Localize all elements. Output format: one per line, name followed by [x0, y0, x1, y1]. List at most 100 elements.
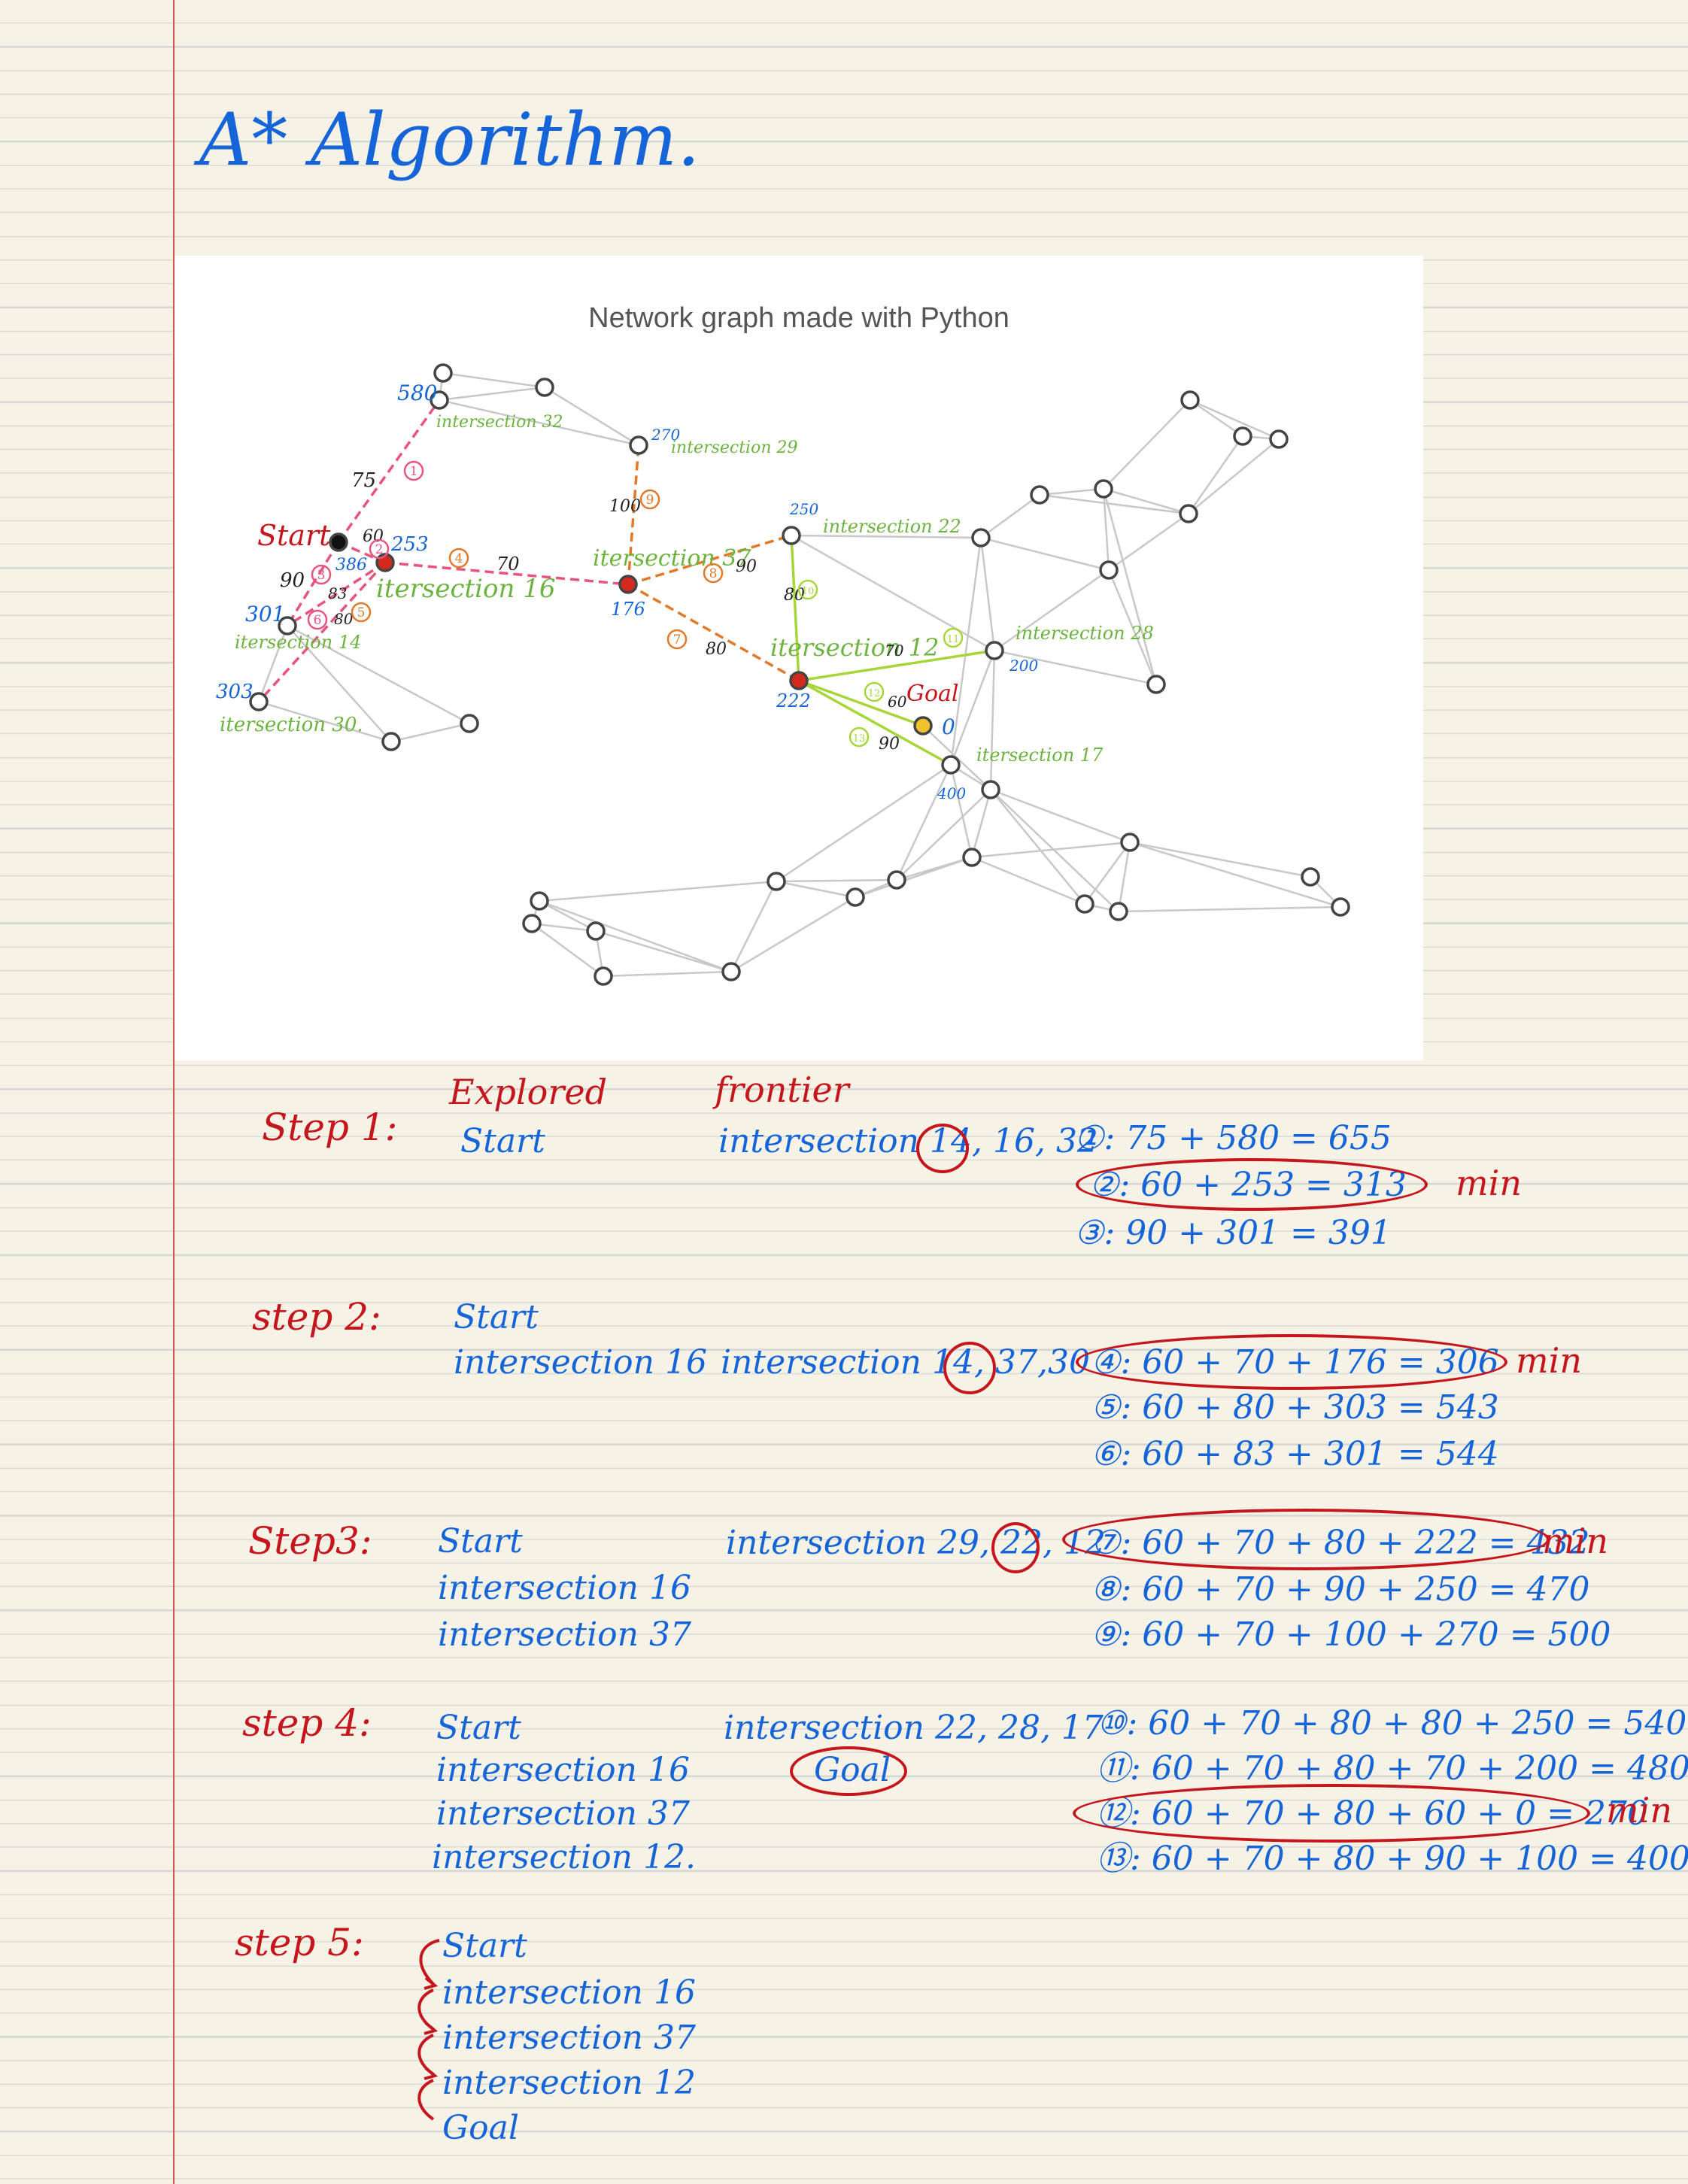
step-2-frontier-b: 37: [994, 1343, 1037, 1382]
edge-marker-13-ring: [849, 726, 870, 748]
edge-marker-9-ring: [639, 489, 660, 510]
edge-marker-7: 7: [673, 632, 682, 648]
graph-node: [381, 732, 401, 751]
step-3-frontier-circle: [991, 1522, 1040, 1573]
heuristic-i22: 250: [789, 500, 818, 518]
frontier-header: frontier: [715, 1069, 849, 1110]
heuristic-i16: 253: [390, 533, 429, 556]
search-path-edge: [627, 583, 800, 682]
graph-edge: [896, 789, 991, 881]
step-1-min: min: [1456, 1163, 1522, 1203]
graph-edge: [895, 764, 952, 881]
graph-node: [971, 528, 991, 548]
graph-edge: [971, 856, 1085, 905]
step-2-frontier-circle: [943, 1342, 996, 1394]
graph-edge: [257, 625, 289, 702]
step-4-goal-circle: [790, 1746, 907, 1796]
graph-node: [1146, 675, 1166, 694]
edge-marker-4-ring: [448, 548, 469, 569]
step-1-calc-2: ③: 90 + 301 = 391: [1074, 1214, 1392, 1252]
step-5-explored-3: intersection 12: [442, 2064, 696, 2102]
graph-edge: [979, 537, 996, 651]
graph-node: [981, 780, 1000, 799]
graph-node: [278, 616, 297, 635]
step-5-label: step 5:: [235, 1921, 364, 1964]
graph-node: [1109, 902, 1128, 921]
graph-edge: [287, 625, 392, 742]
graph-edge: [442, 372, 545, 389]
graph-node: [1233, 426, 1252, 446]
node-label-i37: itersection 37: [593, 545, 751, 572]
heuristic-i17: 400: [937, 784, 966, 802]
step-2-min: min: [1516, 1340, 1582, 1381]
heuristic-goal: 0: [942, 714, 955, 739]
graph-node: [1180, 390, 1200, 410]
step-3-explored-0: Start: [438, 1522, 523, 1561]
graph-edge: [539, 880, 777, 902]
graph-edge: [1103, 399, 1191, 490]
graph-node: [1075, 894, 1094, 914]
step-2-frontier: intersection 14, 37,30: [721, 1340, 1090, 1385]
graph-nodes: [249, 363, 1350, 986]
graph-edge: [1103, 487, 1189, 515]
graph-edge: [730, 881, 778, 972]
search-path-edge: [627, 444, 640, 585]
graph-node: [782, 526, 801, 545]
graph-node: [629, 435, 648, 455]
graph-edge: [989, 650, 996, 790]
edge-marker-13: 13: [853, 733, 866, 745]
graph-node: [530, 891, 549, 911]
graph-edge: [258, 700, 392, 743]
search-path-edge: [790, 535, 800, 681]
graph-edge: [855, 856, 973, 899]
graph-edge: [287, 624, 470, 725]
graph-node: [721, 962, 741, 981]
graph-node: [1301, 867, 1320, 887]
edge-marker-1: 1: [410, 464, 418, 479]
graph-node: [887, 870, 906, 890]
heuristic-i14: 301: [245, 602, 285, 626]
node-label-i22: intersection 22: [823, 516, 961, 537]
start-label: Start: [257, 519, 331, 552]
step-3-calc-2: ⑨: 60 + 70 + 100 + 270 = 500: [1091, 1615, 1611, 1654]
graph-node: [1179, 504, 1198, 523]
graph-node: [767, 872, 786, 891]
graph-edge: [730, 896, 856, 973]
step-1-frontier-circle: [916, 1124, 969, 1173]
graph-edge: [1108, 512, 1189, 572]
step-4-min: min: [1606, 1790, 1672, 1831]
cost-i16-i30: 80: [334, 610, 354, 628]
step-2-explored-1: intersection 16: [454, 1343, 707, 1382]
goal-label: Goal: [906, 681, 959, 707]
step-4-explored-2: intersection 37: [436, 1794, 690, 1833]
step-3-calc-1: ⑧: 60 + 70 + 90 + 250 = 470: [1091, 1570, 1590, 1609]
search-path-edge: [287, 561, 386, 627]
edge-marker-4: 4: [455, 551, 463, 566]
edge-marker-11: 11: [947, 634, 960, 645]
graph-node: [1120, 833, 1140, 852]
page-title: A* Algorithm.: [199, 98, 700, 182]
cost-i16-i14: 83: [328, 584, 347, 602]
graph-node: [618, 575, 638, 594]
edge-marker-10-ring: [797, 579, 818, 600]
step-2-calc-1: ⑤: 60 + 80 + 303 = 543: [1091, 1388, 1499, 1427]
step-1-frontier-b: 16: [992, 1122, 1035, 1160]
cost-i16-i37: 70: [496, 554, 520, 575]
graph-edge: [990, 789, 1119, 912]
edge-marker-8-ring: [703, 563, 724, 584]
graph-edge: [1129, 841, 1311, 878]
cost-start-i32: 75: [351, 469, 376, 492]
graph-node: [586, 921, 606, 941]
grey-edges: [257, 372, 1341, 978]
step-5-explored-4: Goal: [442, 2109, 519, 2147]
heuristic-i32: 580: [397, 381, 437, 405]
edge-marker-12-ring: [864, 681, 885, 702]
graph-node: [962, 848, 982, 867]
heuristic-i30: 303: [216, 681, 254, 703]
step-3-explored-1: intersection 16: [438, 1569, 691, 1607]
graph-edge: [949, 537, 982, 766]
graph-node: [846, 887, 865, 907]
cost-i37-i29: 100: [609, 497, 641, 516]
